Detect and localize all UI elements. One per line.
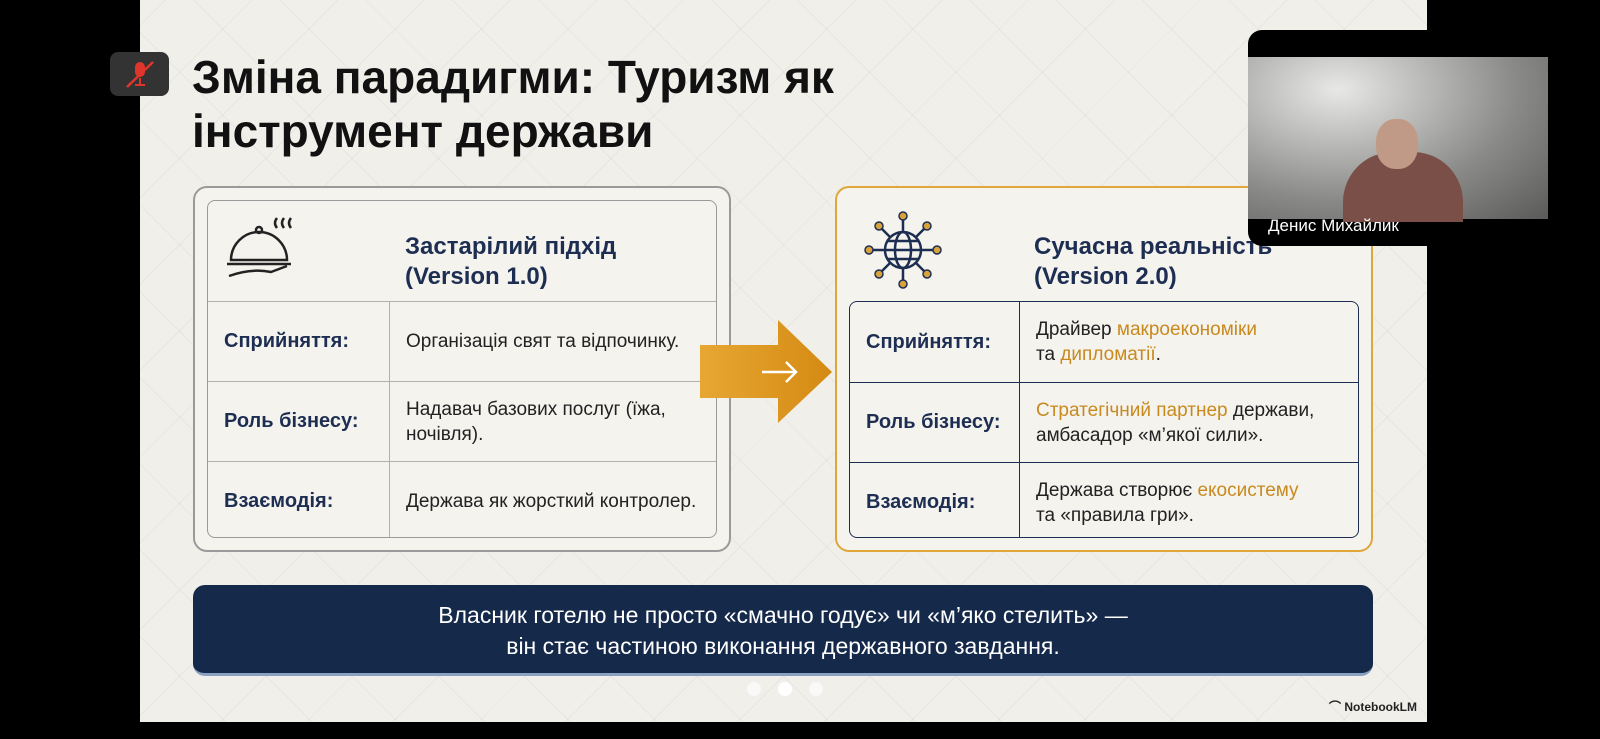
old-table: Сприйняття: Організація свят та відпочинк…	[207, 200, 717, 538]
table-row: Сприйняття:Драйвер макроекономіки та дип…	[850, 302, 1358, 382]
participant-name: Денис Михайлик	[1268, 216, 1399, 235]
old-header: Застарілий підхід (Version 1.0)	[207, 200, 717, 300]
table-row: Сприйняття: Організація свят та відпочинк…	[208, 301, 716, 381]
row-label: Взаємодія:	[208, 462, 390, 537]
title-line: інструмент держави	[192, 105, 654, 157]
new-table: Сприйняття:Драйвер макроекономіки та дип…	[849, 301, 1359, 538]
text: та «правила гри».	[1036, 504, 1194, 526]
heading-line: Застарілий підхід	[405, 233, 617, 260]
summary-banner: Власник готелю не просто «смачно годує» …	[193, 585, 1373, 676]
row-value: Держава як жорсткий контролер.	[406, 491, 697, 512]
row-value: Стратегічний партнер держави, амбасадор …	[1020, 383, 1358, 462]
row-label: Взаємодія:	[850, 463, 1020, 537]
row-label: Сприйняття:	[850, 302, 1020, 382]
row-label: Роль бізнесу:	[208, 382, 390, 461]
text: та	[1036, 344, 1061, 365]
slide-pagination[interactable]	[747, 682, 823, 696]
text: держави, амбасадор «м’якої сили».	[1036, 399, 1315, 446]
table-row: Взаємодія: Держава як жорсткий контролер.	[208, 461, 716, 537]
participant-head	[1376, 119, 1418, 169]
highlight: макроекономіки	[1116, 319, 1257, 340]
brand-label: NotebookLM	[1344, 700, 1417, 714]
new-approach-card: Сучасна реальність (Version 2.0) Сприйнят…	[835, 186, 1373, 552]
new-header: Сучасна реальність (Version 2.0)	[849, 200, 1359, 300]
heading-line: Сучасна реальність	[1034, 233, 1273, 260]
row-label: Роль бізнесу:	[850, 383, 1020, 462]
text: Драйвер	[1036, 319, 1117, 340]
highlight: екосистему	[1197, 479, 1299, 501]
cloche-icon	[227, 217, 293, 278]
table-row: Роль бізнесу:Стратегічний партнер держав…	[850, 382, 1358, 462]
row-value: Драйвер макроекономіки та дипломатії.	[1020, 302, 1358, 382]
banner-line: він стає частиною виконання державного з…	[506, 633, 1060, 659]
arrow-right-icon	[700, 320, 832, 423]
text: Держава створює	[1036, 479, 1198, 501]
heading-version: (Version 1.0)	[405, 263, 548, 290]
page-dot-active[interactable]	[778, 682, 792, 696]
new-heading: Сучасна реальність (Version 2.0)	[1034, 232, 1272, 292]
mic-off-icon	[125, 61, 154, 88]
page-dot[interactable]	[809, 682, 823, 696]
participant-video-tile[interactable]: Денис Михайлик	[1248, 30, 1548, 246]
row-label: Сприйняття:	[208, 302, 390, 381]
heading-version: (Version 2.0)	[1034, 263, 1177, 290]
old-approach-card: Сприйняття: Організація свят та відпочинк…	[193, 186, 731, 552]
notebooklm-logo: ⌒ NotebookLM	[1329, 700, 1417, 714]
highlight: дипломатії	[1060, 344, 1156, 365]
banner-line: Власник готелю не просто «смачно годує» …	[438, 602, 1128, 628]
highlight: Стратегічний партнер	[1036, 399, 1228, 421]
video-feed	[1248, 57, 1548, 222]
title-line: Зміна парадигми: Туризм як	[192, 51, 834, 103]
row-value: Організація свят та відпочинку.	[406, 331, 680, 352]
row-value: Надавач базових послуг (їжа, ночівля).	[406, 398, 666, 445]
text: .	[1155, 344, 1161, 365]
table-row: Взаємодія:Держава створює екосистему та …	[850, 462, 1358, 537]
old-heading: Застарілий підхід (Version 1.0)	[405, 232, 616, 292]
globe-network-icon	[864, 211, 942, 289]
mic-muted-button[interactable]	[110, 52, 169, 96]
page-dot[interactable]	[747, 682, 761, 696]
table-row: Роль бізнесу: Надавач базових послуг (їжа…	[208, 381, 716, 461]
row-value: Держава створює екосистему та «правила г…	[1020, 463, 1358, 537]
